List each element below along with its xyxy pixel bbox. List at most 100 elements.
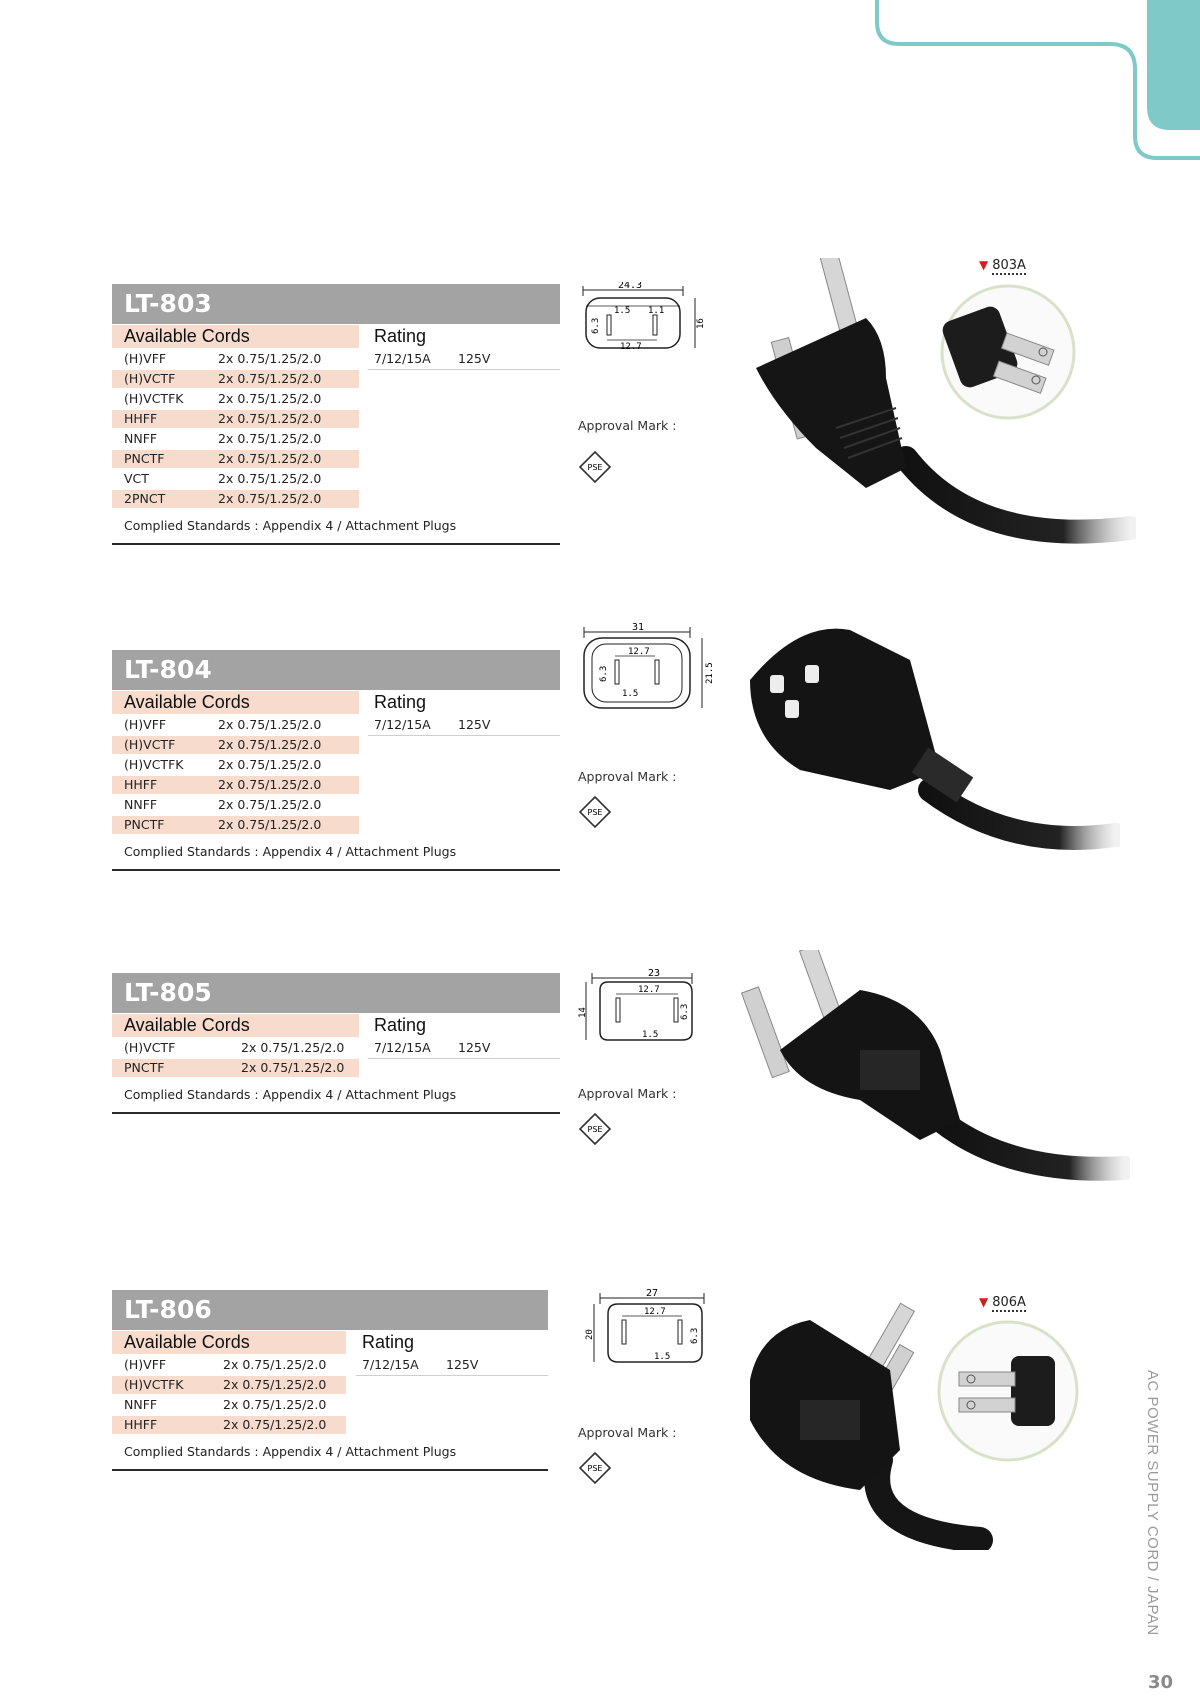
- complied-standards: Complied Standards : Appendix 4 / Attach…: [124, 1444, 457, 1459]
- approval-mark-label: Approval Mark :: [578, 769, 677, 784]
- section-divider: [112, 869, 560, 871]
- svg-text:PSE: PSE: [588, 1464, 603, 1473]
- svg-text:1.1: 1.1: [648, 306, 664, 316]
- svg-text:1.5: 1.5: [654, 1352, 670, 1362]
- corner-decoration: [875, 0, 1200, 160]
- svg-text:6.3: 6.3: [599, 666, 609, 682]
- rating-value: 7/12/15A: [374, 351, 431, 366]
- svg-text:PSE: PSE: [588, 1125, 603, 1134]
- svg-text:20: 20: [585, 1329, 595, 1340]
- svg-text:6.3: 6.3: [680, 1004, 690, 1020]
- voltage-value: 125V: [458, 1040, 491, 1055]
- available-cords-header: Available Cords: [112, 1331, 346, 1354]
- dimension-diagram-lt-805: 23 12.7 6.3 1.5 14: [578, 968, 693, 1041]
- available-cords-header: Available Cords: [112, 1014, 359, 1037]
- voltage-value: 125V: [446, 1357, 479, 1372]
- rating-header: Rating: [374, 692, 427, 712]
- section-divider: [112, 543, 560, 545]
- available-cords-header: Available Cords: [112, 691, 359, 714]
- svg-text:1.5: 1.5: [614, 306, 630, 316]
- pse-mark-icon: PSE: [578, 1112, 612, 1146]
- voltage-value: 125V: [458, 717, 491, 732]
- dimension-diagram-lt-803: 24.3 1.5 1.1 12.7 6.3 16: [582, 282, 706, 352]
- model-title: LT-806: [112, 1290, 548, 1330]
- voltage-value: 125V: [458, 351, 491, 366]
- plug-photo-lt-803: [756, 258, 1136, 544]
- model-title: LT-803: [112, 284, 560, 324]
- page-number: 30: [1148, 1672, 1174, 1693]
- approval-mark-label: Approval Mark :: [578, 1425, 677, 1440]
- svg-text:6.3: 6.3: [690, 1328, 700, 1344]
- rating-header: Rating: [362, 1332, 415, 1352]
- complied-standards: Complied Standards : Appendix 4 / Attach…: [124, 844, 457, 859]
- svg-text:PSE: PSE: [588, 463, 603, 472]
- pse-mark-icon: PSE: [578, 795, 612, 829]
- complied-standards: Complied Standards : Appendix 4 / Attach…: [124, 1087, 457, 1102]
- model-title: LT-805: [112, 973, 560, 1013]
- approval-mark-label: Approval Mark :: [578, 1086, 677, 1101]
- svg-text:24.3: 24.3: [618, 282, 642, 291]
- svg-text:1.5: 1.5: [622, 689, 638, 699]
- connector-photo-lt-804: [750, 628, 1120, 850]
- plug-photo-lt-806: [750, 1302, 993, 1550]
- rating-value: 7/12/15A: [374, 717, 431, 732]
- dimension-diagram-lt-806: 27 12.7 6.3 1.5 20: [585, 1288, 705, 1363]
- pse-mark-icon: PSE: [578, 1451, 612, 1485]
- complied-standards: Complied Standards : Appendix 4 / Attach…: [124, 518, 457, 533]
- red-triangle-icon: ▼: [979, 258, 989, 272]
- red-triangle-icon: ▼: [979, 1295, 989, 1309]
- svg-text:12.7: 12.7: [628, 647, 650, 657]
- rating-header: Rating: [374, 1015, 427, 1035]
- side-title: AC POWER SUPPLY CORD / JAPAN: [1144, 1370, 1161, 1636]
- section-divider: [112, 1469, 548, 1471]
- dimension-diagram-lt-804: 31 12.7 1.5 6.3 21.5: [583, 622, 715, 709]
- approval-mark-label: Approval Mark :: [578, 418, 677, 433]
- rating-header: Rating: [374, 326, 427, 346]
- svg-text:1.5: 1.5: [642, 1030, 658, 1040]
- plug-detail-circle-803a: [940, 284, 1076, 420]
- svg-text:27: 27: [646, 1288, 658, 1299]
- svg-text:31: 31: [632, 622, 644, 633]
- svg-text:6.3: 6.3: [591, 318, 601, 334]
- section-divider: [112, 1112, 560, 1114]
- pse-mark-icon: PSE: [578, 450, 612, 484]
- svg-text:14: 14: [578, 1007, 588, 1018]
- svg-text:12.7: 12.7: [644, 1307, 666, 1317]
- rating-value: 7/12/15A: [362, 1357, 419, 1372]
- model-title: LT-804: [112, 650, 560, 690]
- svg-text:21.5: 21.5: [705, 662, 715, 684]
- plug-photo-lt-805: [740, 950, 1130, 1181]
- svg-text:12.7: 12.7: [620, 342, 642, 352]
- svg-text:PSE: PSE: [588, 808, 603, 817]
- detail-label-806a: ▼806A: [979, 1295, 1026, 1312]
- detail-label-803a: ▼803A: [979, 258, 1026, 275]
- svg-text:12.7: 12.7: [638, 985, 660, 995]
- svg-text:16: 16: [696, 318, 706, 329]
- plug-detail-circle-806a: [937, 1320, 1079, 1462]
- svg-text:23: 23: [648, 968, 660, 979]
- available-cords-header: Available Cords: [112, 325, 359, 348]
